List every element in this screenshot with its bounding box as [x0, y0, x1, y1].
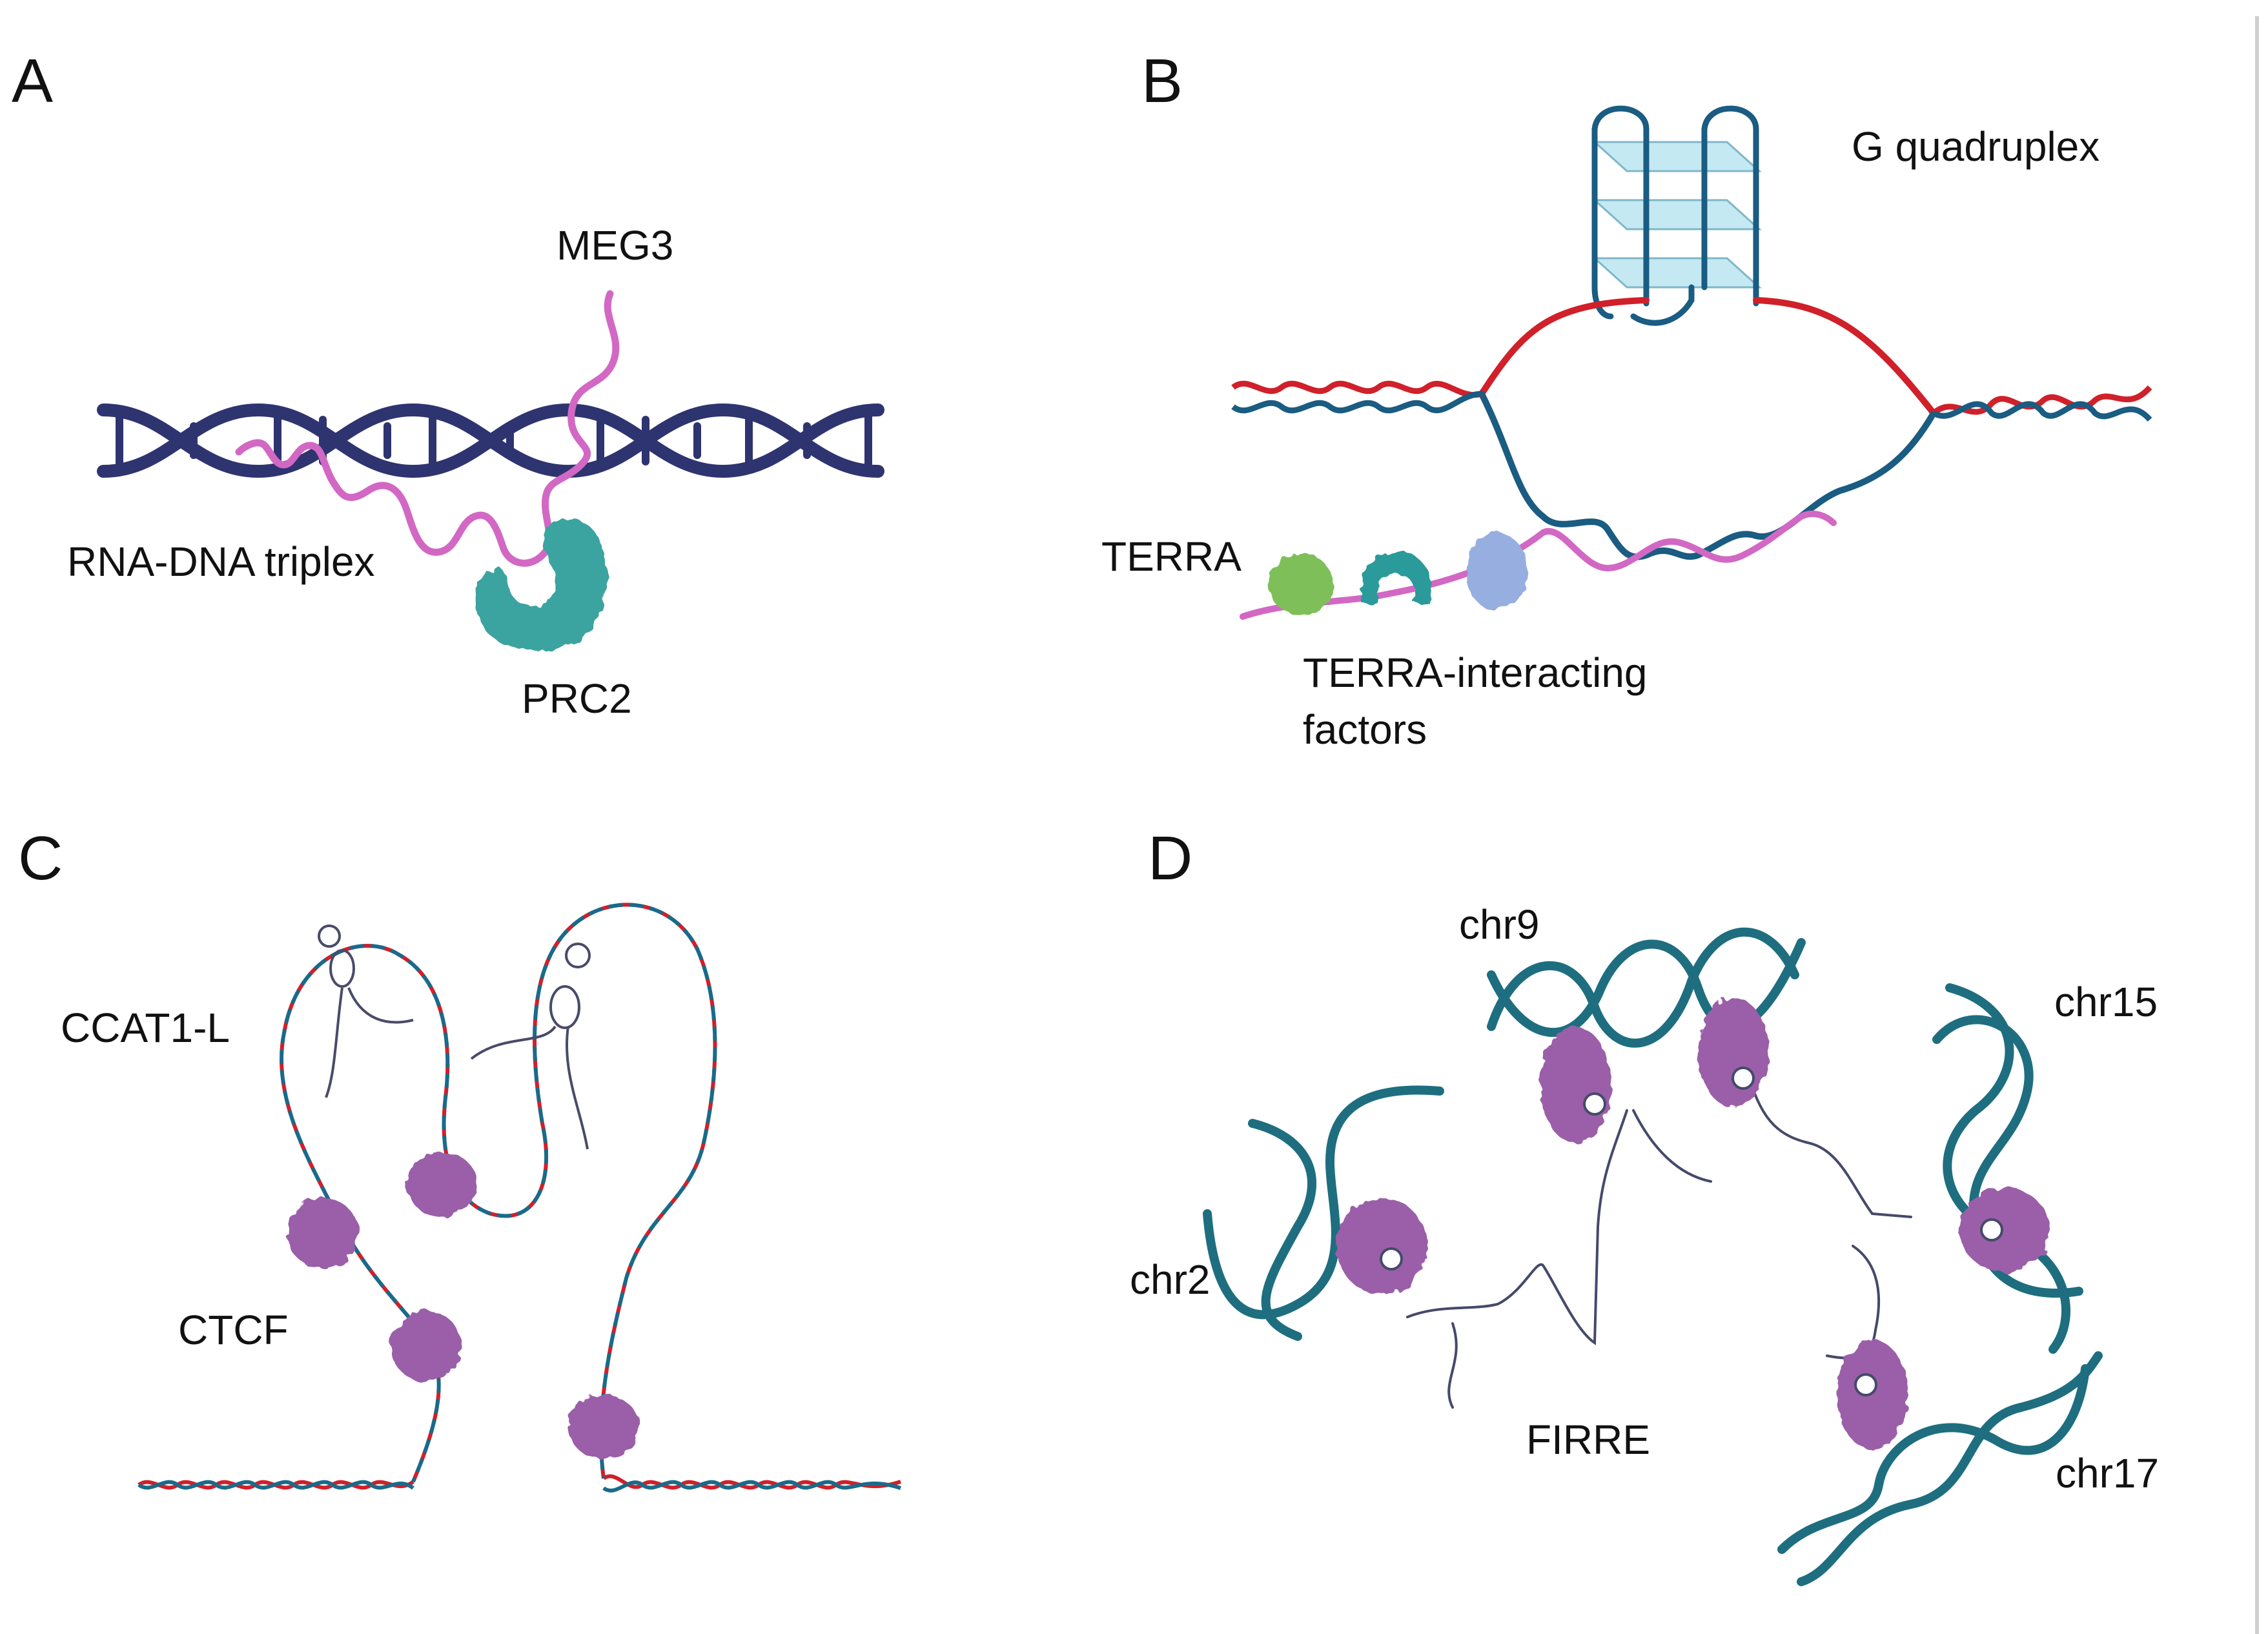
- firre-rna: [1406, 1077, 1912, 1409]
- panel-letter-c: C: [18, 824, 63, 893]
- template-strand: [1478, 391, 1937, 560]
- terra-rna-strand: [1240, 510, 1837, 620]
- dna-helix-icon: [97, 403, 884, 478]
- label-ccat1-l: CCAT1-L: [61, 1005, 230, 1051]
- terra-factor-green-icon: [1269, 553, 1333, 615]
- ccat1-l-rna: [318, 924, 591, 1150]
- panel-letter-b: B: [1141, 46, 1183, 116]
- label-g-quadruplex: G quadruplex: [1852, 123, 2100, 170]
- label-chr2: chr2: [1130, 1256, 1211, 1303]
- panel-c-artwork: [138, 903, 901, 1493]
- terra-factor-blue-icon: [1466, 533, 1527, 610]
- panel-letter-d: D: [1148, 824, 1193, 893]
- page-edge-scrollbar: [2255, 16, 2259, 1634]
- label-firre: FIRRE: [1526, 1416, 1650, 1463]
- label-chr15: chr15: [2054, 979, 2158, 1025]
- meg3-rna-strand: [235, 290, 620, 567]
- g-quadruplex-icon: [1591, 105, 1762, 326]
- terra-factor-teal-icon: [1361, 552, 1432, 604]
- duplex-right: [1932, 385, 2152, 422]
- label-chr9: chr9: [1459, 901, 1540, 948]
- label-terra: TERRA: [1101, 533, 1241, 580]
- chr2-helix-icon: [1203, 1085, 1444, 1341]
- label-terra-factors-line1: TERRA-interacting: [1303, 649, 1648, 696]
- panel-a-artwork: [97, 290, 884, 651]
- label-rna-dna-triplex: RNA-DNA triplex: [67, 538, 375, 585]
- chr17-helix-icon: [1777, 1351, 2103, 1586]
- panel-letter-a: A: [12, 46, 54, 116]
- panel-b-artwork: [1231, 105, 2152, 620]
- displaced-strand: [1478, 297, 1937, 416]
- chr15-helix-icon: [1932, 983, 2083, 1354]
- duplex-left: [1231, 380, 1483, 414]
- prc2-protein-icon: [476, 518, 606, 651]
- ctcf-protein-icons: [287, 1152, 639, 1459]
- rna-stem-loop-icons: [1380, 1067, 2003, 1396]
- label-prc2: PRC2: [522, 675, 632, 722]
- firre-binding-protein-icons: [1336, 997, 2050, 1449]
- label-chr17: chr17: [2056, 1450, 2160, 1496]
- label-meg3: MEG3: [557, 222, 674, 269]
- label-terra-factors-line2: factors: [1303, 706, 1427, 753]
- panel-d-artwork: [1203, 927, 2103, 1586]
- label-ctcf: CTCF: [178, 1307, 289, 1353]
